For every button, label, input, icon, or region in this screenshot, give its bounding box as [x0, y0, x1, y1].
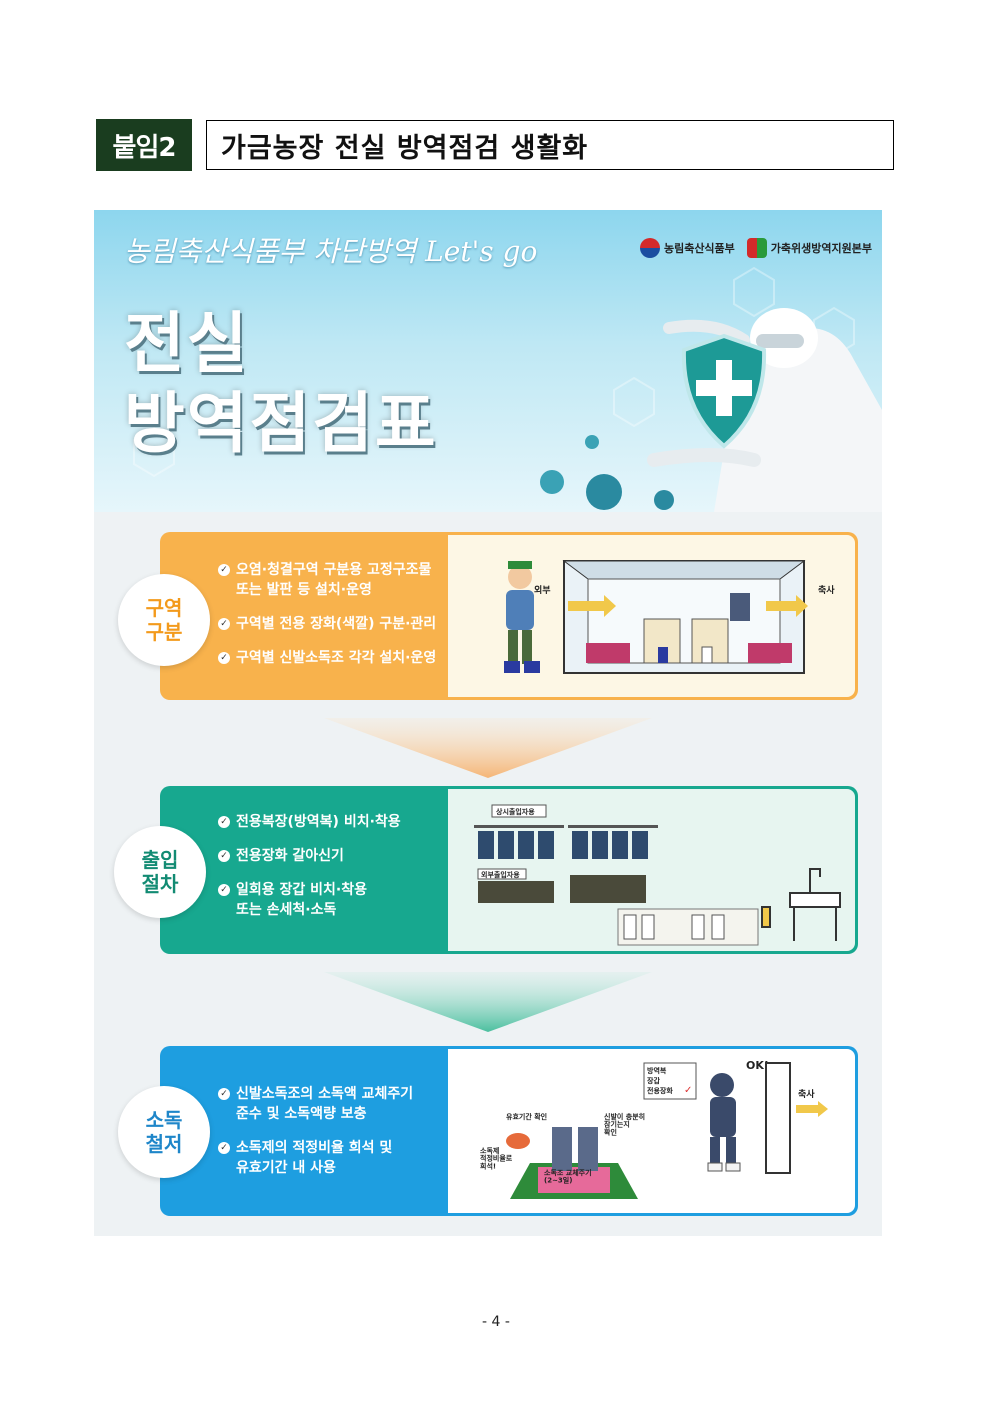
worker-suit-illustration [707, 1073, 741, 1172]
check-icon: ✓ [218, 884, 230, 896]
entry-illustration: 상시출입자용 외부출입자용 [448, 789, 855, 951]
person-icon [504, 561, 540, 673]
check-icon: ✓ [218, 816, 230, 828]
list-item: ✓전용복장(방역복) 비치·착용 [218, 812, 401, 832]
checkmark-icon: ✓ [684, 1085, 692, 1096]
svg-text:방역복: 방역복 [647, 1066, 667, 1075]
slogan: 농림축산식품부 차단방역 Let's go [124, 235, 538, 268]
worker-illustration [647, 308, 882, 512]
poster-title-line2: 방역점검표 [124, 385, 438, 462]
bullet-list: ✓신발소독조의 소독액 교체주기 준수 및 소독액량 보충 ✓소독제의 적정비율… [218, 1084, 413, 1192]
hero-background [133, 266, 882, 512]
agency-emblem-icon [746, 238, 767, 258]
page-title: 가금농장 전실 방역점검 생활화 [206, 120, 894, 170]
sink-illustration [761, 868, 841, 941]
poster-image: 농림축산식품부 차단방역 Let's go 농림축산식품부 가축위생방역지원본부… [94, 210, 882, 1236]
down-arrow-icon [324, 718, 652, 778]
down-arrow-icon [324, 972, 652, 1032]
list-item: ✓일회용 장갑 비치·착용 또는 손세척·소독 [218, 880, 401, 920]
agency-logo: 가축위생방역지원본부 [746, 238, 872, 258]
svg-text:OK!: OK! [746, 1059, 769, 1072]
ministry-emblem-icon [639, 238, 660, 258]
poster-hero: 농림축산식품부 차단방역 Let's go 농림축산식품부 가축위생방역지원본부… [94, 210, 882, 512]
clothes-rack-illustration [474, 825, 658, 859]
anteroom-illustration [562, 560, 808, 674]
svg-text:소독조 교체주기(2~3일): 소독조 교체주기(2~3일) [544, 1168, 592, 1185]
svg-text:상시출입자용: 상시출입자용 [496, 807, 535, 816]
svg-text:전용장화: 전용장화 [647, 1086, 673, 1095]
svg-text:축사: 축사 [818, 584, 835, 596]
svg-text:장갑: 장갑 [647, 1076, 660, 1085]
list-item: ✓전용장화 갈아신기 [218, 846, 401, 866]
section-entry: ✓전용복장(방역복) 비치·착용 ✓전용장화 갈아신기 ✓일회용 장갑 비치·착… [160, 786, 858, 954]
list-item: ✓구역별 전용 장화(색깔) 구분·관리 [218, 614, 436, 634]
svg-text:축사: 축사 [798, 1088, 815, 1100]
list-item: ✓신발소독조의 소독액 교체주기 준수 및 소독액량 보충 [218, 1084, 413, 1124]
page-number: - 4 - [482, 1314, 510, 1330]
section-zone: ✓오염·청결구역 구분용 고정구조물 또는 발판 등 설치·운영 ✓구역별 전용… [160, 532, 858, 700]
section-disinfection: ✓신발소독조의 소독액 교체주기 준수 및 소독액량 보충 ✓소독제의 적정비율… [160, 1046, 858, 1216]
arrow-right-icon [796, 1101, 828, 1117]
header: 붙임2 가금농장 전실 방역점검 생활화 [96, 118, 896, 172]
attachment-tag: 붙임2 [96, 119, 192, 171]
list-item: ✓오염·청결구역 구분용 고정구조물 또는 발판 등 설치·운영 [218, 560, 436, 600]
shield-icon [681, 333, 767, 449]
check-icon: ✓ [218, 850, 230, 862]
list-item: ✓소독제의 적정비율 희석 및 유효기간 내 사용 [218, 1138, 413, 1178]
check-icon: ✓ [218, 564, 230, 576]
check-icon: ✓ [218, 652, 230, 664]
door-illustration [765, 1062, 791, 1174]
bullet-list: ✓전용복장(방역복) 비치·착용 ✓전용장화 갈아신기 ✓일회용 장갑 비치·착… [218, 812, 401, 934]
check-icon: ✓ [218, 1142, 230, 1154]
svg-text:외부: 외부 [534, 584, 551, 596]
svg-text:유효기간 확인: 유효기간 확인 [506, 1112, 547, 1121]
logos: 농림축산식품부 가축위생방역지원본부 [639, 238, 872, 258]
footbath-illustration [506, 1127, 638, 1199]
poster-title-line1: 전실 [124, 305, 250, 382]
shoe-shelf-illustration [478, 875, 759, 946]
zone-illustration: 외부 축사 [448, 535, 855, 697]
check-icon: ✓ [218, 618, 230, 630]
virus-icon [540, 435, 674, 510]
check-icon: ✓ [218, 1088, 230, 1100]
bullet-list: ✓오염·청결구역 구분용 고정구조물 또는 발판 등 설치·운영 ✓구역별 전용… [218, 560, 436, 682]
list-item: ✓구역별 신발소독조 각각 설치·운영 [218, 648, 436, 668]
svg-text:외부출입자용: 외부출입자용 [481, 870, 520, 879]
ministry-logo: 농림축산식품부 [639, 238, 735, 258]
